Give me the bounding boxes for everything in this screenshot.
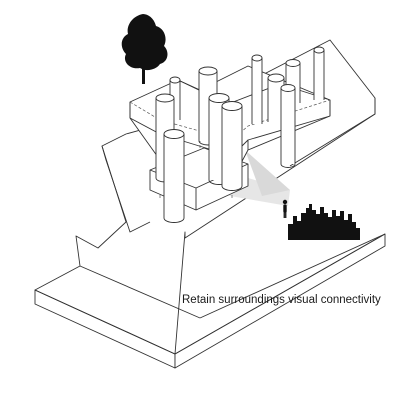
cylinder [313, 46, 325, 100]
cylinder [163, 129, 185, 223]
cylinder [267, 73, 285, 122]
city-skyline-icon [288, 204, 360, 240]
tree-icon [121, 14, 168, 84]
cylinder [221, 101, 243, 191]
cylinder-columns [155, 46, 325, 223]
diagram-caption: Retain surroundings visual connectivity [182, 294, 381, 306]
person-icon [282, 199, 288, 218]
cylinder [169, 76, 181, 120]
cylinder [280, 84, 296, 168]
cylinder [251, 54, 263, 124]
